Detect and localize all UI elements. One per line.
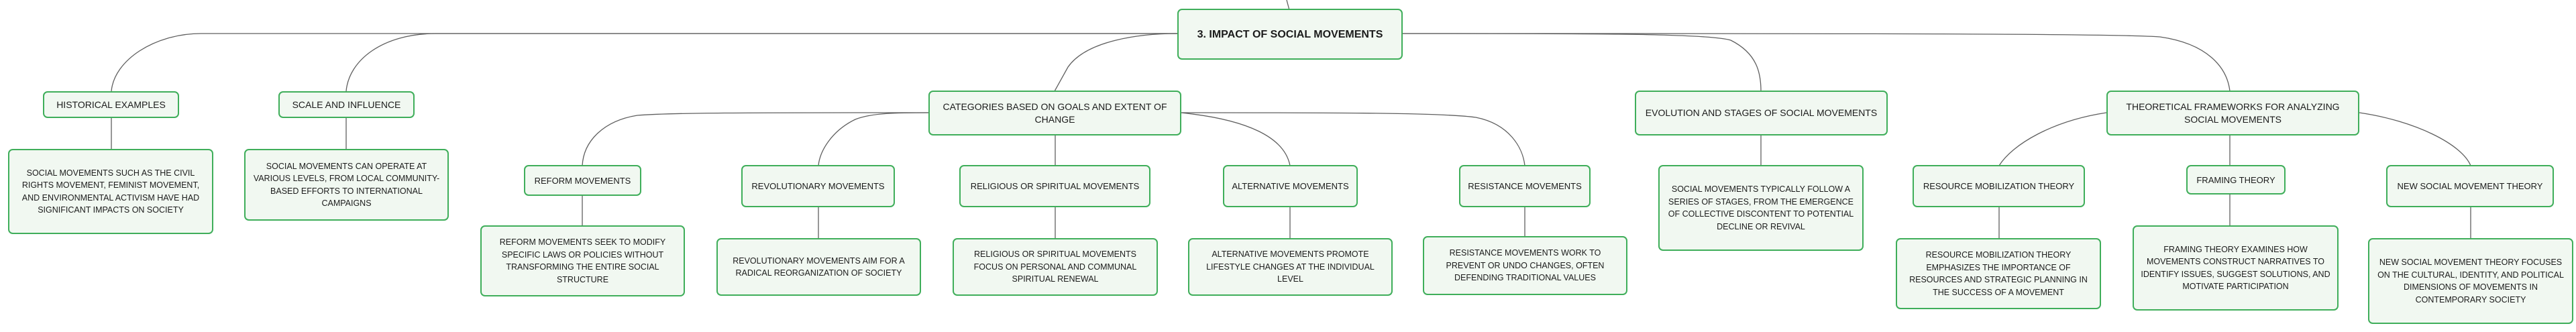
framing-theory-detail-node[interactable]: FRAMING THEORY EXAMINES HOW MOVEMENTS CO… [2133, 225, 2339, 311]
reform-movements-detail: REFORM MOVEMENTS SEEK TO MODIFY SPECIFIC… [499, 237, 666, 284]
religious-movements-title: RELIGIOUS OR SPIRITUAL MOVEMENTS [970, 181, 1140, 191]
revolutionary-movements-title: REVOLUTIONARY MOVEMENTS [751, 181, 885, 191]
connector-fw-resource [1998, 112, 2107, 166]
scale-influence-detail-node[interactable]: SOCIAL MOVEMENTS CAN OPERATE AT VARIOUS … [244, 149, 449, 221]
new-social-movement-theory-node[interactable]: NEW SOCIAL MOVEMENT THEORY [2386, 165, 2554, 207]
connector-root-frameworks [1401, 33, 2231, 92]
alternative-movements-detail-node[interactable]: ALTERNATIVE MOVEMENTS PROMOTE LIFESTYLE … [1188, 238, 1393, 296]
revolutionary-movements-detail: REVOLUTIONARY MOVEMENTS AIM FOR A RADICA… [733, 256, 905, 278]
root-title: 3. IMPACT OF SOCIAL MOVEMENTS [1197, 28, 1383, 40]
resistance-movements-node[interactable]: RESISTANCE MOVEMENTS [1459, 165, 1591, 207]
connector-root-evolution [1401, 33, 1762, 92]
categories-title: CATEGORIES BASED ON GOALS AND EXTENT OF … [943, 101, 1167, 125]
resistance-movements-detail-node[interactable]: RESISTANCE MOVEMENTS WORK TO PREVENT OR … [1423, 236, 1627, 295]
religious-movements-detail: RELIGIOUS OR SPIRITUAL MOVEMENTS FOCUS O… [973, 250, 1137, 284]
revolutionary-movements-detail-node[interactable]: REVOLUTIONARY MOVEMENTS AIM FOR A RADICA… [716, 238, 921, 296]
reform-movements-detail-node[interactable]: REFORM MOVEMENTS SEEK TO MODIFY SPECIFIC… [480, 225, 685, 296]
theoretical-frameworks-node[interactable]: THEORETICAL FRAMEWORKS FOR ANALYZING SOC… [2106, 91, 2359, 135]
historical-examples-title: HISTORICAL EXAMPLES [56, 99, 166, 110]
framing-theory-node[interactable]: FRAMING THEORY [2186, 165, 2286, 195]
alternative-movements-node[interactable]: ALTERNATIVE MOVEMENTS [1223, 165, 1358, 207]
historical-examples-detail-node[interactable]: SOCIAL MOVEMENTS SUCH AS THE CIVIL RIGHT… [8, 149, 213, 234]
new-social-movement-theory-detail: NEW SOCIAL MOVEMENT THEORY FOCUSES ON TH… [2377, 258, 2564, 305]
connector-root-categories [1054, 33, 1178, 92]
connector-cat-reform [582, 112, 930, 166]
new-social-movement-theory-detail-node[interactable]: NEW SOCIAL MOVEMENT THEORY FOCUSES ON TH… [2368, 238, 2573, 324]
evolution-stages-title: EVOLUTION AND STAGES OF SOCIAL MOVEMENTS [1645, 107, 1878, 118]
connector-cat-revolutionary [818, 112, 930, 166]
religious-movements-detail-node[interactable]: RELIGIOUS OR SPIRITUAL MOVEMENTS FOCUS O… [953, 238, 1158, 296]
evolution-stages-detail-node[interactable]: SOCIAL MOVEMENTS TYPICALLY FOLLOW A SERI… [1658, 165, 1864, 251]
revolutionary-movements-node[interactable]: REVOLUTIONARY MOVEMENTS [741, 165, 895, 207]
historical-examples-detail: SOCIAL MOVEMENTS SUCH AS THE CIVIL RIGHT… [21, 168, 200, 215]
resistance-movements-title: RESISTANCE MOVEMENTS [1468, 181, 1582, 191]
alternative-movements-detail: ALTERNATIVE MOVEMENTS PROMOTE LIFESTYLE … [1206, 250, 1375, 284]
evolution-stages-node[interactable]: EVOLUTION AND STAGES OF SOCIAL MOVEMENTS [1635, 91, 1888, 135]
scale-influence-title: SCALE AND INFLUENCE [292, 99, 401, 110]
connector-cat-alternative [1180, 112, 1291, 166]
alternative-movements-title: ALTERNATIVE MOVEMENTS [1232, 181, 1349, 191]
resistance-movements-detail: RESISTANCE MOVEMENTS WORK TO PREVENT OR … [1446, 248, 1605, 283]
framing-theory-title: FRAMING THEORY [2196, 174, 2275, 185]
resource-mobilization-detail: RESOURCE MOBILIZATION THEORY EMPHASIZES … [1909, 250, 2088, 297]
scale-influence-detail: SOCIAL MOVEMENTS CAN OPERATE AT VARIOUS … [253, 161, 440, 209]
connector-fw-nsm [2359, 112, 2471, 166]
reform-movements-title: REFORM MOVEMENTS [534, 175, 631, 186]
resource-mobilization-title: RESOURCE MOBILIZATION THEORY [1923, 181, 2075, 191]
reform-movements-node[interactable]: REFORM MOVEMENTS [524, 165, 641, 196]
scale-influence-node[interactable]: SCALE AND INFLUENCE [278, 91, 415, 118]
framing-theory-detail: FRAMING THEORY EXAMINES HOW MOVEMENTS CO… [2141, 244, 2330, 292]
connector-cat-resistance [1180, 112, 1525, 166]
historical-examples-node[interactable]: HISTORICAL EXAMPLES [43, 91, 179, 118]
theoretical-frameworks-title: THEORETICAL FRAMEWORKS FOR ANALYZING SOC… [2126, 101, 2340, 125]
new-social-movement-theory-title: NEW SOCIAL MOVEMENT THEORY [2397, 181, 2543, 191]
religious-movements-node[interactable]: RELIGIOUS OR SPIRITUAL MOVEMENTS [959, 165, 1150, 207]
resource-mobilization-node[interactable]: RESOURCE MOBILIZATION THEORY [1913, 165, 2085, 207]
resource-mobilization-detail-node[interactable]: RESOURCE MOBILIZATION THEORY EMPHASIZES … [1896, 238, 2101, 309]
categories-node[interactable]: CATEGORIES BASED ON GOALS AND EXTENT OF … [928, 91, 1181, 135]
root-node[interactable]: 3. IMPACT OF SOCIAL MOVEMENTS [1177, 9, 1403, 60]
connector-root-historical [111, 33, 1177, 92]
evolution-stages-detail: SOCIAL MOVEMENTS TYPICALLY FOLLOW A SERI… [1668, 184, 1854, 231]
connector-root-scale [345, 33, 1177, 92]
connector-root-top [1286, 0, 1290, 11]
